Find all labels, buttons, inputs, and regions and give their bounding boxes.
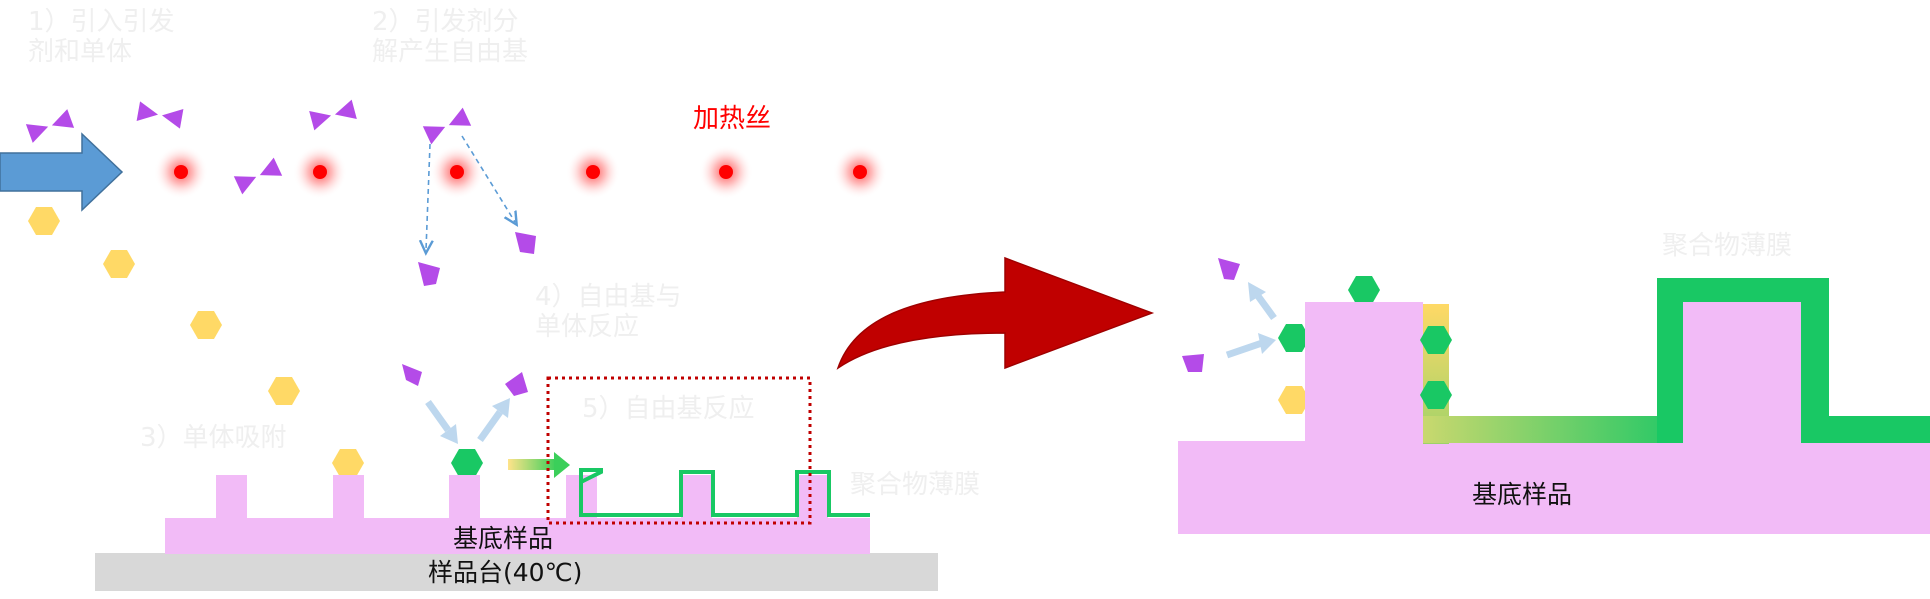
step-2-label-line-1: 2）引发剂分 [372,7,519,37]
step-5-label: 5）自由基反应 [582,394,755,424]
step-4-label-line-2: 单体反应 [535,312,639,342]
polymer-film-label-right: 聚合物薄膜 [1662,231,1792,261]
film-growth-arrow [508,452,570,478]
step-4-label-line-1: 4）自由基与 [535,282,682,312]
polymer-film-right [1423,278,1930,444]
surface-radical-2 [1420,381,1452,409]
initiator-molecules [25,99,472,195]
step-3-label: 3）单体吸附 [140,423,287,453]
step-1-label-line-1: 1）引入引发 [28,7,175,37]
polymer-film-label-left: 聚合物薄膜 [850,470,980,500]
reaction-arrows [425,282,1277,444]
stage-label: 样品台(40℃) [428,558,582,587]
radical-monomer-molecules [451,276,1380,477]
step-1-label-line-2: 剂和单体 [28,37,132,67]
step-2-label-line-2: 解产生自由基 [372,37,528,67]
inflow-arrow [0,132,124,212]
sample-stage [95,553,938,591]
initiator-radicals [402,232,1240,396]
monomer-molecules [28,207,1310,477]
zoom-arrow [836,256,1155,370]
heater-filaments [154,145,887,199]
substrate-label-right: 基底样品 [1472,480,1572,509]
substrate-label-left: 基底样品 [453,524,553,553]
substrate-left [165,475,870,554]
surface-radical-1 [1420,326,1452,354]
heater-label: 加热丝 [693,104,771,134]
decomposition-arrows [426,135,515,250]
substrate-right [1178,302,1930,534]
polymer-film-left [579,468,870,517]
